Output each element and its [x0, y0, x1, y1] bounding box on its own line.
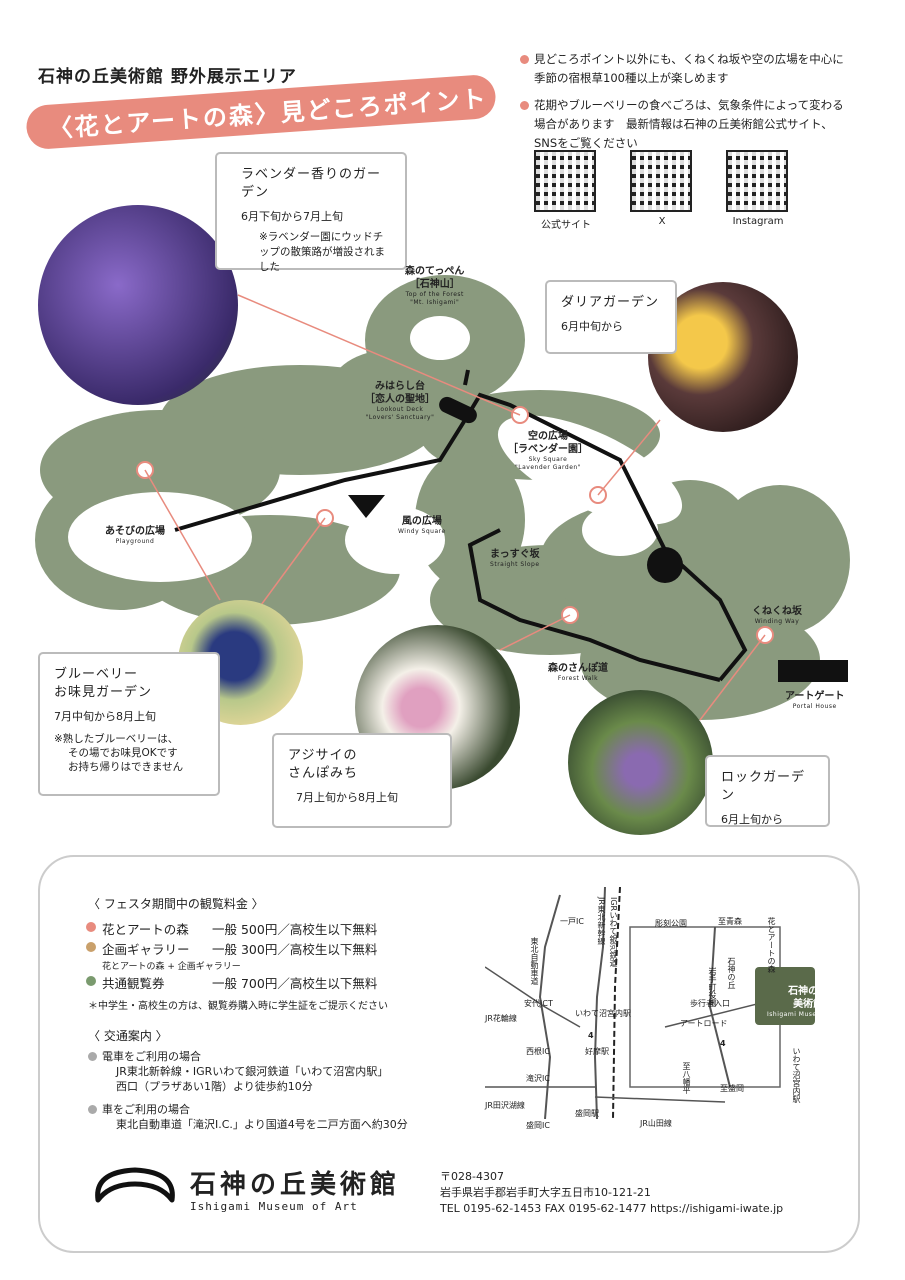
- map-label: 至青森: [718, 917, 742, 926]
- callout-blueberry: ブルーベリー お味見ガーデン 7月中旬から8月上旬 ※熟したブルーベリーは、 そ…: [38, 652, 220, 796]
- map-label: 西根IC: [526, 1047, 550, 1056]
- bullet-icon: [88, 1105, 97, 1114]
- fee-row-forest: 花とアートの森一般 500円／高校生以下無料: [86, 919, 377, 938]
- label-lookout-deck: みはらし台［恋人の聖地］ Lookout Deck"Lovers' Sanctu…: [365, 381, 435, 421]
- qr-code-icon: [534, 150, 596, 212]
- map-label: 花とアートの森: [767, 917, 776, 973]
- label-sky-square: 空の広場［ラベンダー園］ Sky Square"Lavender Garden": [508, 431, 588, 471]
- open-areas: [68, 316, 683, 582]
- label-top-of-forest: 森のてっぺん［石神山］ Top of the Forest"Mt. Ishiga…: [405, 266, 465, 306]
- access-car: 車をご利用の場合 東北自動車道「滝沢I.C.」より国道4号を二戸方面へ約30分: [88, 1102, 408, 1132]
- map-label: 安代JCT: [524, 999, 553, 1008]
- qr-website[interactable]: 公式サイト: [534, 150, 598, 231]
- minimap-museum-label: 石神の丘美術館 Ishigami Museum of Art: [767, 986, 850, 1018]
- map-label: JR田沢湖線: [485, 1101, 525, 1110]
- map-label: いわて沼宮内駅: [575, 1009, 631, 1018]
- route-4-badge: 4: [720, 1039, 726, 1048]
- map-label: JR東北新幹線: [597, 897, 606, 945]
- map-label: IGRいわて銀河鉄道: [609, 897, 618, 968]
- map-label: 盛岡駅: [575, 1109, 599, 1118]
- qr-x[interactable]: X: [630, 150, 694, 227]
- bullet-icon: [88, 1052, 97, 1061]
- map-label: 至八幡平: [682, 1062, 691, 1094]
- map-label: 盛岡IC: [526, 1121, 550, 1130]
- map-label: JR花輪線: [485, 1014, 517, 1023]
- map-label: 一戸IC: [560, 917, 584, 926]
- map-label: 石神の丘: [727, 957, 736, 989]
- map-label: 滝沢IC: [526, 1074, 550, 1083]
- access-title: 〈 交通案内 〉: [88, 1029, 168, 1043]
- access-map: [485, 887, 815, 1119]
- fee-dot-icon: [86, 922, 96, 932]
- walking-paths: [174, 369, 748, 682]
- callout-rock-garden: ロックガーデン 6月上旬から: [705, 755, 830, 827]
- map-label: 岩手町役場: [708, 967, 717, 1007]
- bullet-icon: [520, 101, 529, 110]
- qr-code-icon: [726, 150, 788, 212]
- rock-garden-photo: [568, 690, 713, 835]
- callout-lavender: ラベンダー香りのガーデン 6月下旬から7月上旬 ※ラベンダー園にウッドチップの散…: [215, 152, 407, 273]
- qr-code-icon: [630, 150, 692, 212]
- note-2: 花期やブルーベリーの食べごろは、気象条件によって変わる場合があります 最新情報は…: [520, 96, 850, 153]
- map-label: 彫刻公園: [655, 919, 687, 928]
- map-label: 好摩駅: [585, 1047, 609, 1056]
- lavender-photo: [38, 205, 238, 405]
- map-label: いわて沼宮内駅: [792, 1047, 801, 1103]
- map-label: アートロード: [680, 1019, 728, 1028]
- fee-dot-icon: [86, 976, 96, 986]
- park-map: [35, 275, 850, 721]
- qr-codes: 公式サイト X Instagram: [534, 150, 804, 240]
- notes: 見どころポイント以外にも、くねくね坂や空の広場を中心に季節の宿根草100種以上が…: [520, 50, 850, 161]
- access-train: 電車をご利用の場合 JR東北新幹線・IGRいわて銀河鉄道「いわて沼宮内駅」 西口…: [88, 1049, 388, 1094]
- map-label: 至盛岡: [720, 1084, 744, 1093]
- fee-row-combo: 共通観覧券一般 700円／高校生以下無料: [86, 973, 377, 992]
- fee-dot-icon: [86, 942, 96, 952]
- route-4-badge: 4: [588, 1031, 594, 1040]
- fee-title: 〈 フェスタ期間中の観覧料金 〉: [88, 897, 264, 911]
- callout-dahlia: ダリアガーデン 6月中旬から: [545, 280, 677, 354]
- map-label: 東北自動車道: [530, 937, 539, 985]
- note-1: 見どころポイント以外にも、くねくね坂や空の広場を中心に季節の宿根草100種以上が…: [520, 50, 850, 88]
- contact-line: TEL 0195-62-1453 FAX 0195-62-1477 https:…: [440, 1202, 784, 1215]
- fee-note: ＊中学生・高校生の方は、観覧券購入時に学生証をご提示ください: [88, 1001, 388, 1012]
- bullet-icon: [520, 55, 529, 64]
- info-panel: 〈 フェスタ期間中の観覧料金 〉 花とアートの森一般 500円／高校生以下無料 …: [38, 855, 860, 1253]
- callout-hydrangea: アジサイの さんぽみち 7月上旬から8月上旬: [272, 733, 452, 828]
- museum-logo: 石神の丘美術館 Ishigami Museum of Art: [90, 1162, 396, 1218]
- qr-instagram[interactable]: Instagram: [726, 150, 790, 227]
- address-block: 〒028-4307 岩手県岩手郡岩手町大字五日市10-121-21 TEL 01…: [440, 1170, 784, 1215]
- map-label: 歩行者入口: [690, 999, 730, 1008]
- page-subtitle: 石神の丘美術館 野外展示エリア: [38, 67, 297, 87]
- map-label: JR山田線: [640, 1119, 672, 1128]
- museum-logo-icon: [95, 1167, 175, 1203]
- fee-combo-sub: 花とアートの森 + 企画ギャラリー: [102, 962, 241, 972]
- map-markers: [348, 396, 848, 682]
- fee-row-gallery: 企画ギャラリー一般 300円／高校生以下無料: [86, 939, 377, 958]
